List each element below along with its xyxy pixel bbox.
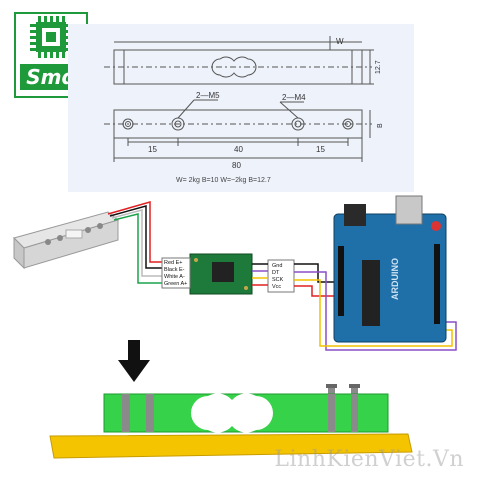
beam-illustration [49,340,413,459]
beam-cutout [191,393,273,433]
dim-height-label: 12.7 [375,60,382,74]
module-pin-gnd: Gnd [272,263,282,269]
dim-15-right-label: 15 [316,145,325,154]
dim-w-label: W [336,37,344,46]
dim-80-label: 80 [232,161,241,170]
hole-left-label: 2—M5 [196,91,220,100]
module-pin-dt: DT [272,270,280,276]
wiring-diagram: Red E+ Black E- White A- Green A+ Gnd DT… [13,195,457,351]
load-cell-sensor [13,211,120,270]
module-pin-vcc: Vcc [272,284,281,290]
spec-label: W= 2kg B=10 W=~2kg B=12.7 [176,177,271,184]
load-cell-technical-drawing: W 12.7 2—M5 2—M4 B 15 40 15 80 W= 2kg [68,24,414,192]
dim-40-label: 40 [234,145,243,154]
module-pin-white: White A- [164,274,185,280]
module-pin-green: Green A+ [164,281,187,287]
base-plate [49,433,413,459]
svg-text:ARDUINO: ARDUINO [390,258,400,300]
watermark: LinhKienViet.Vn [274,447,464,472]
dim-b-label: B [377,123,384,128]
module-pin-black: Black E- [164,267,185,273]
arduino-board: ARDUINO [333,195,447,343]
module-pin-red: Red E+ [164,260,183,266]
dim-15-left-label: 15 [148,145,157,154]
module-pin-sck: SCK [272,277,284,283]
hole-right-label: 2—M4 [282,93,306,102]
hx711-module [189,253,253,295]
down-arrow-icon [118,340,150,382]
chip-icon [30,16,72,58]
